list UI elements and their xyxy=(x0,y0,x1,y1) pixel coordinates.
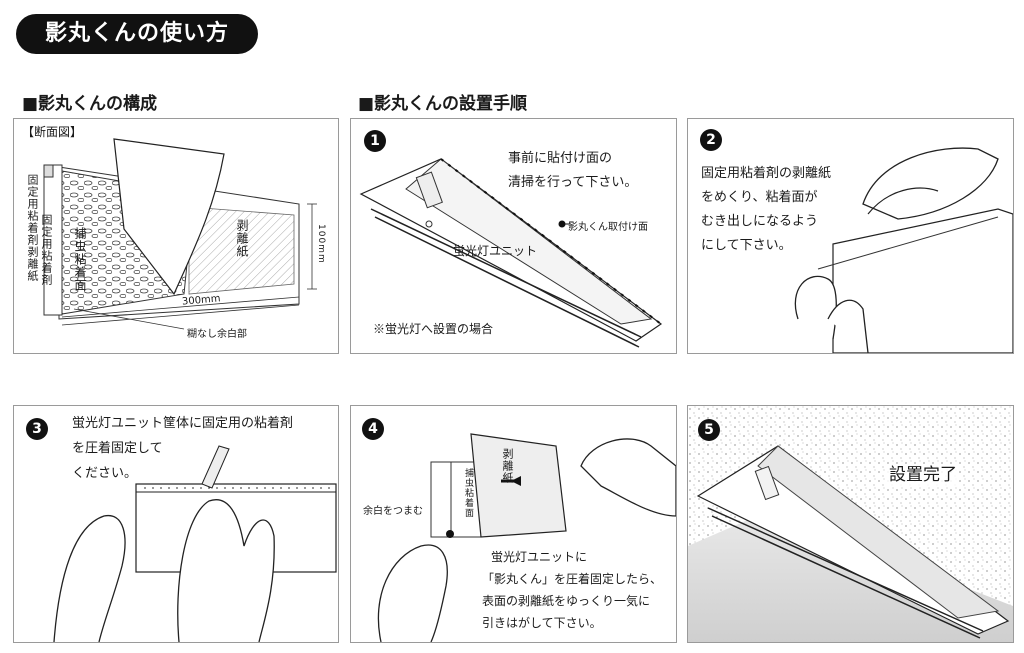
press-fix-illustration xyxy=(53,445,337,642)
step-2-panel: 2 固定用粘着剤の剥離紙 をめくり、粘着面が むき出しになるよう にして下さい。 xyxy=(687,118,1014,354)
step-text-line: むき出しになるよう xyxy=(701,214,819,229)
step-3-panel: 3 蛍光灯ユニット筐体に固定用の粘着剤 を圧着固定して ください。 xyxy=(13,405,339,643)
step-number: 1 xyxy=(364,130,386,152)
composition-panel: 【断面図】 固定用粘着剤剥離紙 固定用粘着剤 xyxy=(13,118,339,354)
peel-release-paper-illustration xyxy=(377,433,676,642)
step-text-line: をめくり、粘着面が xyxy=(701,190,818,205)
step-text-line: を圧着固定して xyxy=(72,441,163,456)
page-title: 影丸くんの使い方 xyxy=(16,14,258,54)
label-unit: 蛍光灯ユニット xyxy=(453,244,538,258)
cross-section-diagram xyxy=(43,138,317,330)
label-release-paper: 剥離紙 xyxy=(235,219,249,258)
label-pinch: 余白をつまむ xyxy=(363,506,423,517)
label-done: 設置完了 xyxy=(887,464,959,487)
step-number: 5 xyxy=(698,419,720,441)
step-note: ※蛍光灯へ設置の場合 xyxy=(373,322,494,336)
step-5-panel: 5 設置完了 xyxy=(687,405,1014,643)
step-text-line: 清掃を行って下さい。 xyxy=(508,175,638,190)
step-number: 2 xyxy=(700,129,722,151)
step-text-line: 固定用粘着剤の剥離紙 xyxy=(701,166,832,181)
step-text-line: 蛍光灯ユニットに xyxy=(491,550,588,564)
label-margin: 糊なし余白部 xyxy=(187,329,247,340)
step-4-panel: 4 剥離紙 捕虫粘着面 余白をつまむ 蛍光灯ユニットに 「影丸くん」を圧着固定し… xyxy=(350,405,677,643)
procedure-heading: ■影丸くんの設置手順 xyxy=(358,94,528,114)
dim-height: 100mm xyxy=(316,224,326,264)
step-text-line: 「影丸くん」を圧着固定したら、 xyxy=(482,572,663,586)
label-fixing-adhesive-release-paper: 固定用粘着剤剥離紙 xyxy=(26,174,39,282)
step-number: 3 xyxy=(26,418,48,440)
fluorescent-unit-illustration xyxy=(359,158,663,348)
step-text-line: 蛍光灯ユニット筐体に固定用の粘着剤 xyxy=(72,416,294,431)
step-number: 4 xyxy=(362,418,384,440)
composition-heading: ■影丸くんの構成 xyxy=(22,94,158,114)
step-1-panel: 1 事前に貼付け面の 清掃を行って下さい。 影丸くん取付け面 蛍光灯ユニット ※… xyxy=(350,118,677,354)
step-text-line: ください。 xyxy=(72,466,138,481)
label-mount-surface: 影丸くん取付け面 xyxy=(568,222,648,233)
label-release-paper: 剥離紙 xyxy=(501,448,514,484)
step-text-line: 引きはがして下さい。 xyxy=(482,616,602,630)
step-text-line: にして下さい。 xyxy=(701,238,792,253)
installed-illustration xyxy=(688,406,1013,642)
label-insect-adhesive: 捕虫粘着面 xyxy=(463,468,473,518)
cross-section-label: 【断面図】 xyxy=(22,125,83,139)
peel-adhesive-illustration xyxy=(794,147,1013,353)
label-insect-adhesive-surface: 捕虫粘着面 xyxy=(73,227,87,292)
step-text-line: 事前に貼付け面の xyxy=(508,151,613,166)
step-text-line: 表面の剥離紙をゆっくり一気に xyxy=(482,594,651,608)
label-fixing-adhesive: 固定用粘着剤 xyxy=(40,214,53,286)
